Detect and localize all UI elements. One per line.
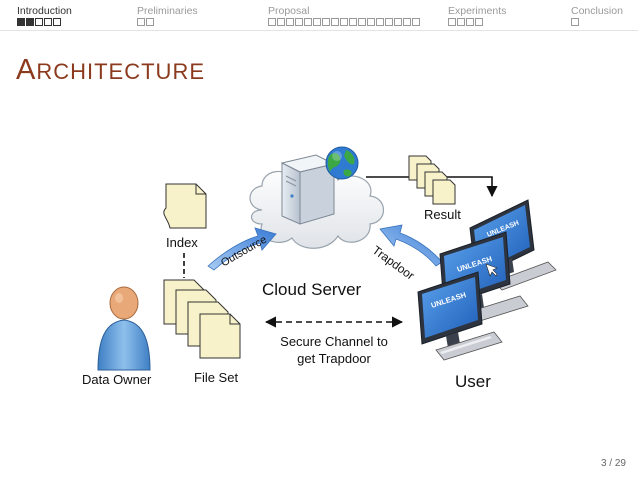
file-set-label: File Set [194, 370, 239, 385]
nav-dots-introduction [17, 18, 62, 26]
nav-label-conclusion[interactable]: Conclusion [571, 5, 623, 17]
nav-dot[interactable] [313, 18, 321, 26]
secure-channel-line-2: get Trapdoor [297, 351, 371, 366]
slide-title-rest: RCHITECTURE [36, 59, 206, 84]
outsource-arrow [207, 227, 277, 271]
nav-dots-conclusion [571, 18, 580, 26]
nav-dot[interactable] [277, 18, 285, 26]
nav-dot[interactable] [331, 18, 339, 26]
nav-dot[interactable] [457, 18, 465, 26]
globe-icon [325, 146, 359, 180]
nav-dot[interactable] [26, 18, 34, 26]
user-computers-icon: UNLEASH UNLEASH UNLEASH [417, 199, 557, 361]
nav-dot[interactable] [53, 18, 61, 26]
nav-dot[interactable] [367, 18, 375, 26]
nav-label-proposal[interactable]: Proposal [268, 5, 310, 17]
file-set-icon [163, 279, 241, 359]
nav-label-preliminaries[interactable]: Preliminaries [137, 5, 198, 17]
slide-title: ARCHITECTURE [16, 54, 205, 87]
nav-dot[interactable] [137, 18, 145, 26]
nav-dot[interactable] [394, 18, 402, 26]
nav-dot[interactable] [44, 18, 52, 26]
result-arrow [366, 176, 498, 198]
nav-dot[interactable] [286, 18, 294, 26]
nav-dot[interactable] [322, 18, 330, 26]
index-label: Index [166, 235, 198, 250]
nav-dot[interactable] [340, 18, 348, 26]
nav-dot[interactable] [295, 18, 303, 26]
nav-dots-proposal [268, 18, 421, 26]
slide-title-first-letter: A [16, 54, 37, 86]
nav-label-experiments[interactable]: Experiments [448, 5, 507, 17]
nav-dot[interactable] [17, 18, 25, 26]
nav-dot[interactable] [358, 18, 366, 26]
nav-dot[interactable] [412, 18, 420, 26]
server-icon [280, 154, 336, 225]
nav-dot[interactable] [448, 18, 456, 26]
nav-dot[interactable] [385, 18, 393, 26]
nav-dot[interactable] [146, 18, 154, 26]
secure-channel-label: Secure Channel to get Trapdoor [268, 333, 400, 367]
nav-dot[interactable] [268, 18, 276, 26]
navigation-bar: Introduction Preliminaries Proposal Expe… [0, 0, 638, 31]
page-number: 3 / 29 [600, 458, 626, 469]
nav-dot[interactable] [403, 18, 411, 26]
trapdoor-arrow [379, 224, 443, 267]
nav-dot[interactable] [35, 18, 43, 26]
data-owner-person-icon [97, 286, 151, 371]
nav-dot[interactable] [475, 18, 483, 26]
nav-dots-preliminaries [137, 18, 155, 26]
nav-dot[interactable] [304, 18, 312, 26]
result-label: Result [424, 207, 461, 222]
secure-channel-line-1: Secure Channel to [280, 334, 388, 349]
nav-dot[interactable] [571, 18, 579, 26]
nav-dot[interactable] [376, 18, 384, 26]
index-document-icon [163, 183, 207, 229]
nav-dots-experiments [448, 18, 484, 26]
user-label: User [455, 372, 491, 391]
monitor-front: UNLEASH [417, 271, 503, 361]
nav-dot[interactable] [466, 18, 474, 26]
data-owner-label: Data Owner [82, 372, 152, 387]
cloud-server-label: Cloud Server [262, 280, 362, 299]
nav-label-introduction[interactable]: Introduction [17, 5, 72, 17]
result-documents-icon [408, 155, 456, 205]
nav-dot[interactable] [349, 18, 357, 26]
